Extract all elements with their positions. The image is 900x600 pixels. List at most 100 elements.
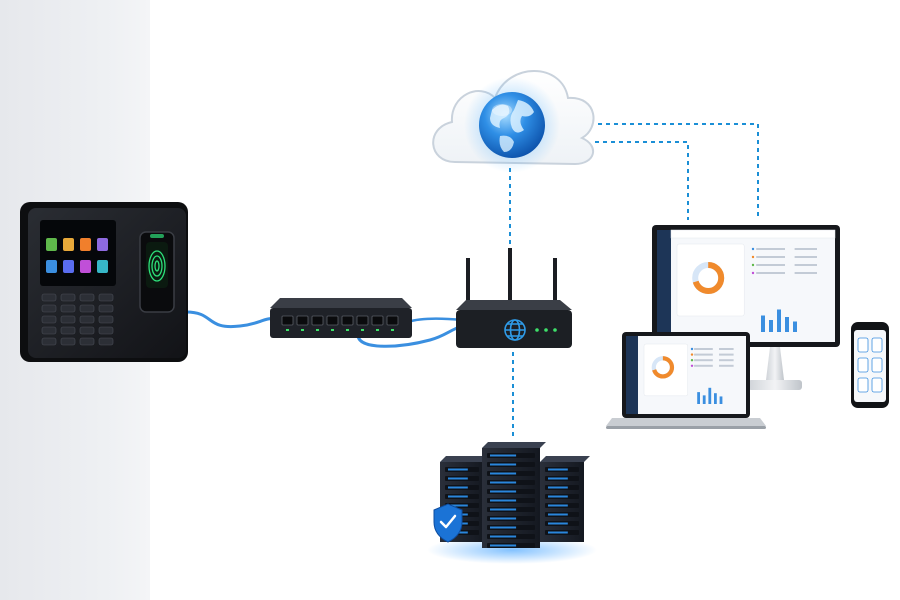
switch-port-led (391, 329, 394, 331)
keypad-key[interactable] (60, 315, 76, 324)
network-switch-icon[interactable] (270, 298, 412, 338)
globe-icon (479, 92, 545, 158)
list-line (794, 264, 817, 266)
switch-port (371, 315, 384, 326)
switch-port (296, 315, 309, 326)
cable-switch-router (356, 324, 464, 348)
switch-port-led (361, 329, 364, 331)
switch-port-led (316, 329, 319, 331)
cable-switch-router-2 (406, 317, 464, 324)
list-bullet (751, 247, 755, 251)
keypad-key[interactable] (60, 326, 76, 335)
switch-port-led (286, 329, 289, 331)
terminal-keypad[interactable] (41, 293, 114, 346)
keypad-key[interactable] (79, 326, 95, 335)
router-globe-icon (504, 319, 526, 341)
biometric-terminal[interactable] (20, 202, 188, 362)
switch-ports (281, 315, 399, 331)
keypad-key[interactable] (60, 293, 76, 302)
list-bullet (751, 271, 755, 275)
app-tile (97, 260, 108, 273)
app-tile (97, 238, 108, 251)
list-line (794, 256, 817, 258)
phone-app-tile (857, 357, 869, 373)
monitor-dashboard (676, 243, 817, 332)
list-line (694, 348, 713, 350)
list-line (756, 248, 785, 250)
shield-check-icon (433, 503, 463, 543)
dashboard-bar (719, 396, 723, 404)
router-led (553, 328, 557, 332)
list-line (756, 256, 785, 258)
keypad-key[interactable] (79, 337, 95, 346)
phone-app-tile (871, 377, 883, 393)
keypad-key[interactable] (98, 326, 114, 335)
app-tile (80, 260, 91, 273)
server-glow (427, 536, 597, 564)
list-bullet (690, 353, 694, 356)
keypad-key[interactable] (98, 293, 114, 302)
switch-port-led (301, 329, 304, 331)
switch-port (356, 315, 369, 326)
keypad-key[interactable] (41, 315, 57, 324)
keypad-key[interactable] (98, 304, 114, 313)
keypad-key[interactable] (98, 315, 114, 324)
list-line (694, 364, 713, 367)
smartphone-icon[interactable] (851, 322, 889, 408)
list-bullet (751, 255, 755, 259)
dashboard-bar (761, 315, 765, 332)
dashboard-bar (777, 309, 781, 332)
phone-app-tile (857, 377, 869, 393)
app-tile (80, 238, 91, 251)
keypad-key[interactable] (79, 304, 95, 313)
list-line (756, 272, 785, 274)
switch-port (341, 315, 354, 326)
server-icon (440, 442, 590, 548)
keypad-key[interactable] (41, 326, 57, 335)
dashboard-bar (785, 317, 789, 332)
app-tile (63, 260, 74, 273)
list-line (694, 359, 713, 362)
switch-port-led (331, 329, 334, 331)
keypad-key[interactable] (79, 293, 95, 302)
app-tile (63, 238, 74, 251)
router-led (535, 328, 539, 332)
fingerprint-icon (148, 250, 166, 282)
switch-port (326, 315, 339, 326)
list-bullet (690, 359, 694, 362)
keypad-key[interactable] (79, 315, 95, 324)
list-line (719, 353, 734, 356)
monitor-base (748, 380, 802, 390)
dashboard-bar (708, 387, 712, 404)
app-tile (46, 238, 57, 251)
list-line (694, 353, 713, 356)
dashboard-bar (702, 395, 706, 404)
switch-port-led (346, 329, 349, 331)
monitor-sidebar (657, 230, 671, 342)
router-leds (535, 328, 557, 332)
terminal-app-tiles (46, 238, 108, 273)
keypad-key[interactable] (98, 337, 114, 346)
monitor-icon[interactable] (652, 225, 840, 390)
list-line (794, 272, 817, 274)
app-tile (46, 260, 57, 273)
list-line (756, 264, 785, 266)
keypad-key[interactable] (41, 304, 57, 313)
dashboard-bar (714, 393, 717, 404)
keypad-key[interactable] (60, 304, 76, 313)
router-icon[interactable] (456, 248, 572, 348)
switch-port (281, 315, 294, 326)
keypad-key[interactable] (41, 337, 57, 346)
dashboard-bar (769, 320, 773, 332)
fingerprint-scanner[interactable] (139, 231, 175, 313)
keypad-key[interactable] (41, 293, 57, 302)
donut-slice (651, 356, 675, 379)
switch-port-led (376, 329, 379, 331)
server-rack (540, 456, 590, 542)
server-rack (482, 442, 546, 548)
keypad-key[interactable] (60, 337, 76, 346)
dashed-line-cloud-monitor-a (595, 141, 689, 220)
laptop-icon[interactable] (606, 332, 766, 429)
switch-port (311, 315, 324, 326)
